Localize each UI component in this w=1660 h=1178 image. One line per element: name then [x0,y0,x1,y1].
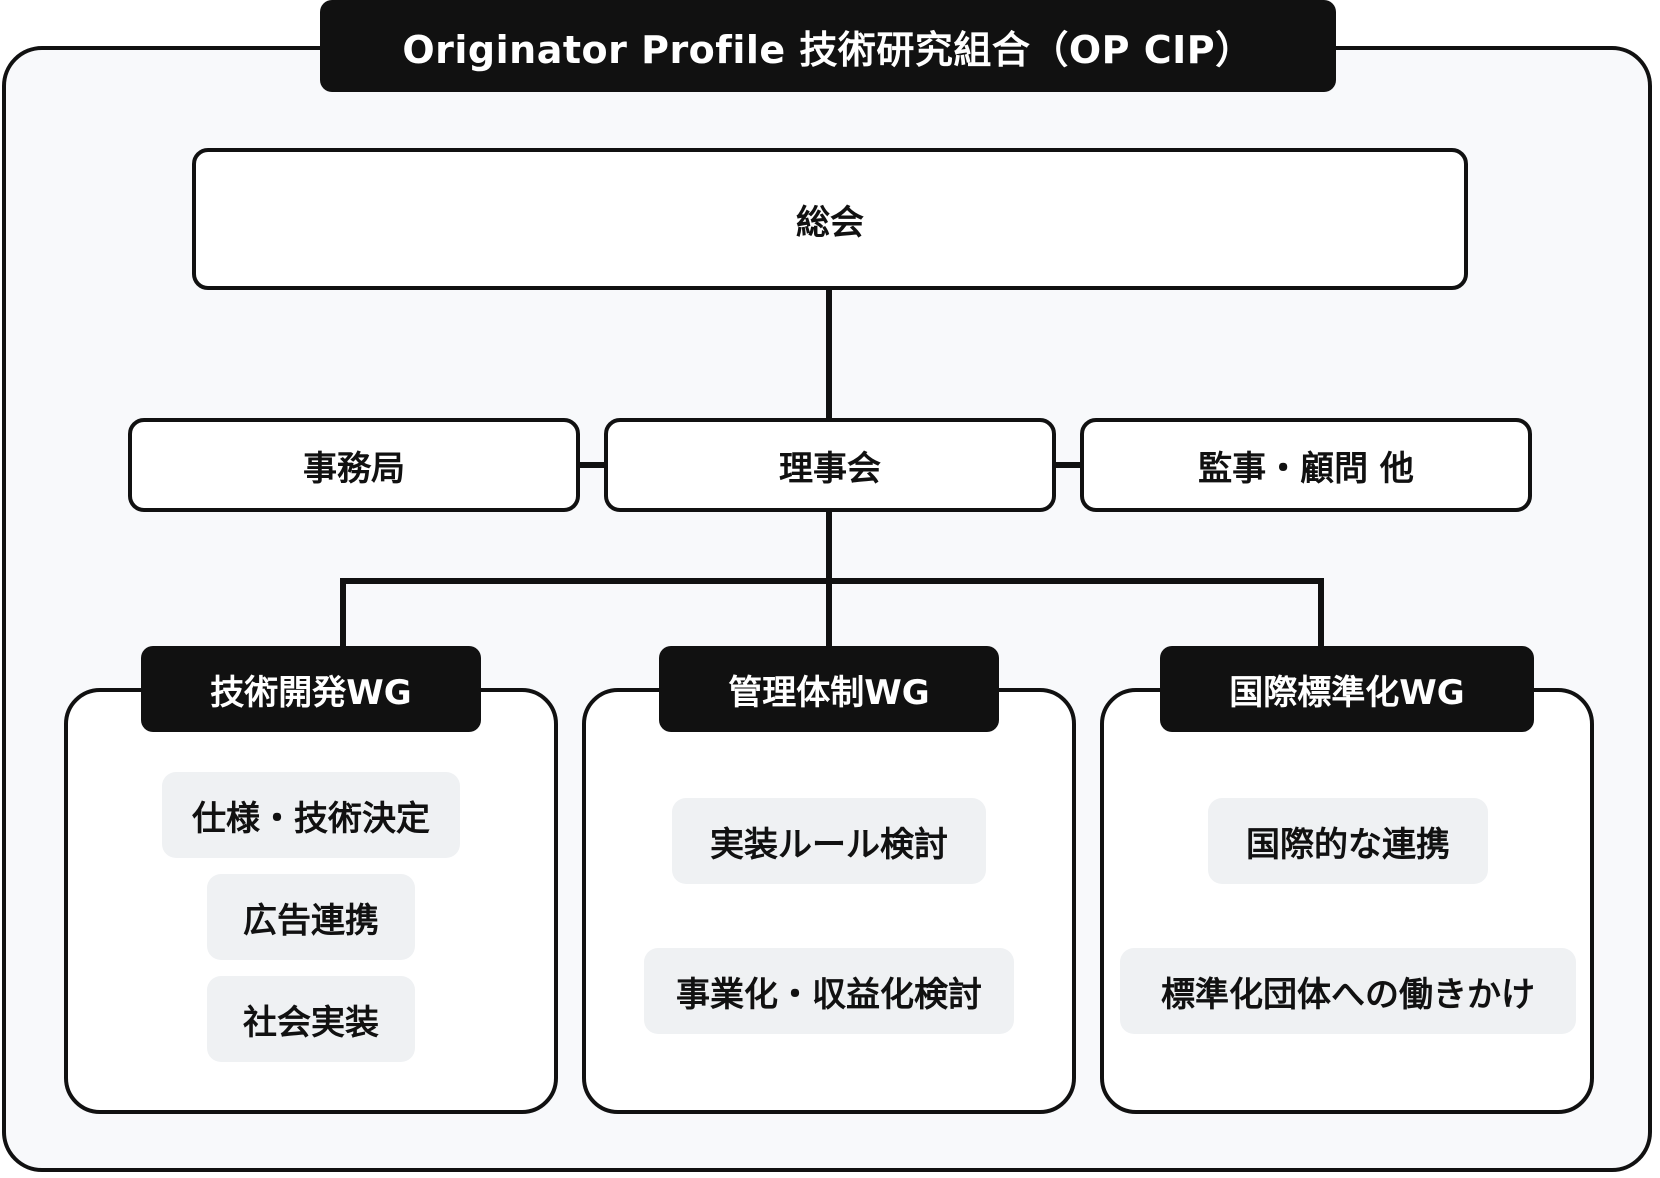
wg-header-standardization: 国際標準化WG [1160,646,1534,732]
task-item: 広告連携 [207,874,415,960]
connector-line [826,290,832,420]
task-item: 標準化団体への働きかけ [1120,948,1576,1034]
task-item: 事業化・収益化検討 [644,948,1014,1034]
organization-title: Originator Profile 技術研究組合（OP CIP） [320,0,1336,92]
wg-header-management: 管理体制WG [659,646,999,732]
task-item: 社会実装 [207,976,415,1062]
task-item: 実装ルール検討 [672,798,986,884]
connector-line [340,578,1324,584]
general-assembly-box: 総会 [192,148,1468,290]
connector-line [1056,462,1080,468]
task-item: 仕様・技術決定 [162,772,460,858]
connector-line [580,462,604,468]
connector-line [340,578,346,648]
secretariat-box: 事務局 [128,418,580,512]
board-box: 理事会 [604,418,1056,512]
auditors-advisors-box: 監事・顧問 他 [1080,418,1532,512]
wg-panel [582,688,1076,1114]
wg-panel [1100,688,1594,1114]
task-item: 国際的な連携 [1208,798,1488,884]
connector-line [1318,578,1324,648]
wg-header-tech-dev: 技術開発WG [141,646,481,732]
